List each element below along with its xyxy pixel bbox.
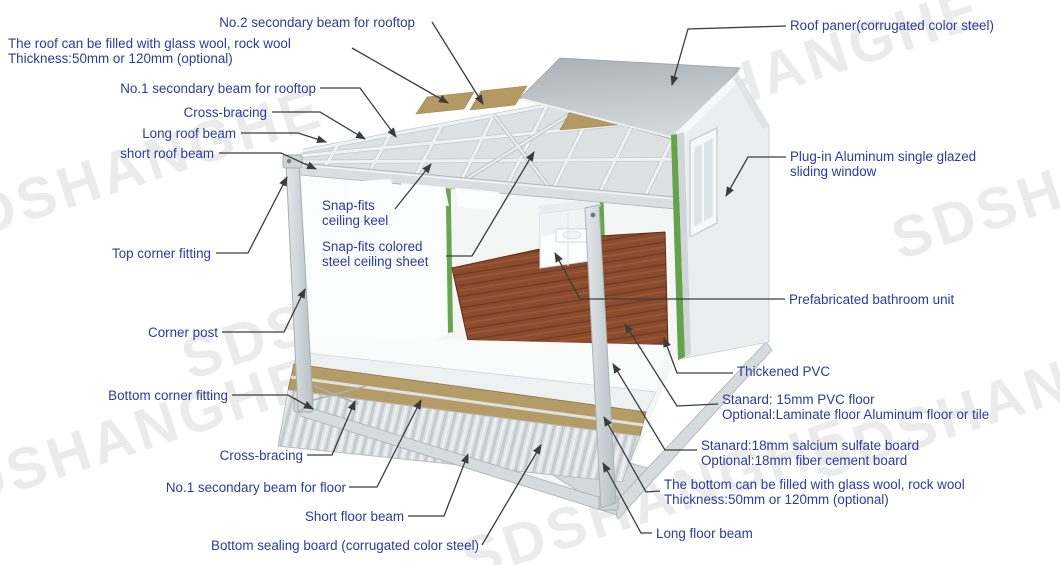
- corrugated-bottom-board: [277, 389, 641, 483]
- leader-bottom-sealing-board: [481, 444, 542, 546]
- leader-no1-floor: [349, 399, 422, 488]
- label-short-roof-beam: short roof beam: [120, 146, 214, 161]
- leader-short-floor-beam: [408, 453, 469, 517]
- leader-lines: [216, 21, 787, 546]
- leader-roof-paner: [670, 25, 787, 86]
- leader-long-floor-beam: [602, 462, 652, 534]
- label-bottom-fill-line1: The bottom can be filled with glass wool…: [664, 477, 965, 492]
- end-wall: [671, 72, 770, 360]
- label-thickened-pvc: Thickened PVC: [737, 364, 831, 379]
- label-long-roof-beam: Long roof beam: [142, 126, 236, 141]
- middle-post: [584, 204, 617, 509]
- label-no1-secondary-beam-rooftop: No.1 secondary beam for rooftop: [120, 81, 316, 96]
- leader-cross-bracing-roof: [272, 111, 366, 140]
- label-salcium-sulfate-board: Stanard:18mm salcium sulfate board Optio…: [701, 438, 919, 468]
- leader-short-roof-beam: [219, 152, 317, 170]
- label-bottom-fill-line2: Thickness:50mm or 120mm (optional): [664, 492, 889, 508]
- label-roof-fill: The roof can be filled with glass wool, …: [8, 36, 291, 66]
- label-roof-fill-line1: The roof can be filled with glass wool, …: [8, 36, 291, 51]
- label-bottom-fill: The bottom can be filled with glass wool…: [664, 477, 965, 507]
- leader-corner-post: [222, 288, 306, 333]
- label-prefabricated-bathroom: Prefabricated bathroom unit: [789, 292, 955, 307]
- label-pvc-floor: Stanard: 15mm PVC floor Optional:Laminat…: [722, 392, 989, 422]
- label-snap-fits-ceiling-keel: Snap-fits ceiling keel: [322, 198, 388, 228]
- label-roof-paner: Roof paner(corrugated color steel): [790, 18, 994, 33]
- leader-salcium-board: [612, 363, 697, 451]
- label-snap-fits-keel-line2: ceiling keel: [322, 213, 389, 229]
- label-plugin-window: Plug-in Aluminum single glazed sliding w…: [790, 149, 976, 179]
- label-plugin-window-line2: sliding window: [790, 164, 877, 180]
- label-no2-secondary-beam-rooftop: No.2 secondary beam for rooftop: [219, 15, 415, 30]
- interior-corner-trim-left: [445, 141, 453, 333]
- end-wall-green-trim: [671, 134, 685, 360]
- watermark-text: SDSHANGHE: [0, 75, 331, 262]
- label-roof-fill-line2: Thickness:50mm or 120mm (optional): [8, 51, 233, 67]
- label-bottom-sealing-board: Bottom sealing board (corrugated color s…: [211, 538, 479, 553]
- leader-no1-rooftop: [320, 87, 397, 138]
- label-snap-fits-sheet-line2: steel ceiling sheet: [322, 254, 429, 270]
- label-corner-post: Corner post: [148, 325, 218, 340]
- label-salcium-line1: Stanard:18mm salcium sulfate board: [701, 438, 920, 453]
- leader-plugin-window: [725, 156, 786, 197]
- floor-gloss-band: [298, 336, 668, 392]
- house: [277, 57, 773, 520]
- leader-long-roof-beam: [241, 132, 327, 144]
- leader-snap-fits-sheet: [446, 151, 535, 257]
- leader-snap-fits-keel: [394, 163, 432, 210]
- leader-top-corner-fitting: [216, 176, 288, 254]
- leader-bathroom: [554, 252, 785, 300]
- leader-no2-rooftop: [431, 21, 484, 105]
- leader-thickened-pvc: [663, 337, 733, 374]
- roof-panel: [519, 57, 741, 141]
- label-no1-secondary-beam-floor: No.1 secondary beam for floor: [165, 480, 346, 495]
- sliding-window: [689, 127, 718, 238]
- top-corner-fitting-block: [282, 154, 303, 169]
- leader-pvc-floor: [624, 323, 719, 407]
- watermark-text: SDSHANGHE: [0, 345, 321, 532]
- label-pvc-floor-line2: Optional:Laminate floor Aluminum floor o…: [722, 407, 990, 423]
- leader-bottom-corner-fitting: [232, 394, 314, 410]
- label-short-floor-beam: Short floor beam: [305, 509, 404, 524]
- label-plugin-window-line1: Plug-in Aluminum single glazed: [790, 149, 977, 164]
- label-top-corner-fitting: Top corner fitting: [112, 246, 211, 261]
- leader-bottom-fill: [603, 416, 661, 493]
- label-snap-fits-keel-line1: Snap-fits: [322, 198, 375, 213]
- label-long-floor-beam: Long floor beam: [656, 526, 753, 541]
- label-snap-fits-ceiling-sheet: Snap-fits colored steel ceiling sheet: [322, 239, 428, 269]
- bathroom-unit: [538, 199, 601, 269]
- label-snap-fits-sheet-line1: Snap-fits colored: [322, 239, 423, 254]
- label-pvc-floor-line1: Stanard: 15mm PVC floor: [722, 392, 875, 407]
- label-cross-bracing-roof: Cross-bracing: [183, 105, 267, 120]
- corner-post-front-left: [282, 154, 314, 412]
- label-bottom-corner-fitting: Bottom corner fitting: [108, 388, 228, 403]
- leader-cross-bracing-floor: [307, 400, 356, 456]
- label-cross-bracing-floor: Cross-bracing: [219, 448, 303, 463]
- label-salcium-line2: Optional:18mm fiber cement board: [701, 453, 908, 469]
- leader-roof-fill: [351, 47, 449, 104]
- grid-front-openings: [347, 179, 503, 211]
